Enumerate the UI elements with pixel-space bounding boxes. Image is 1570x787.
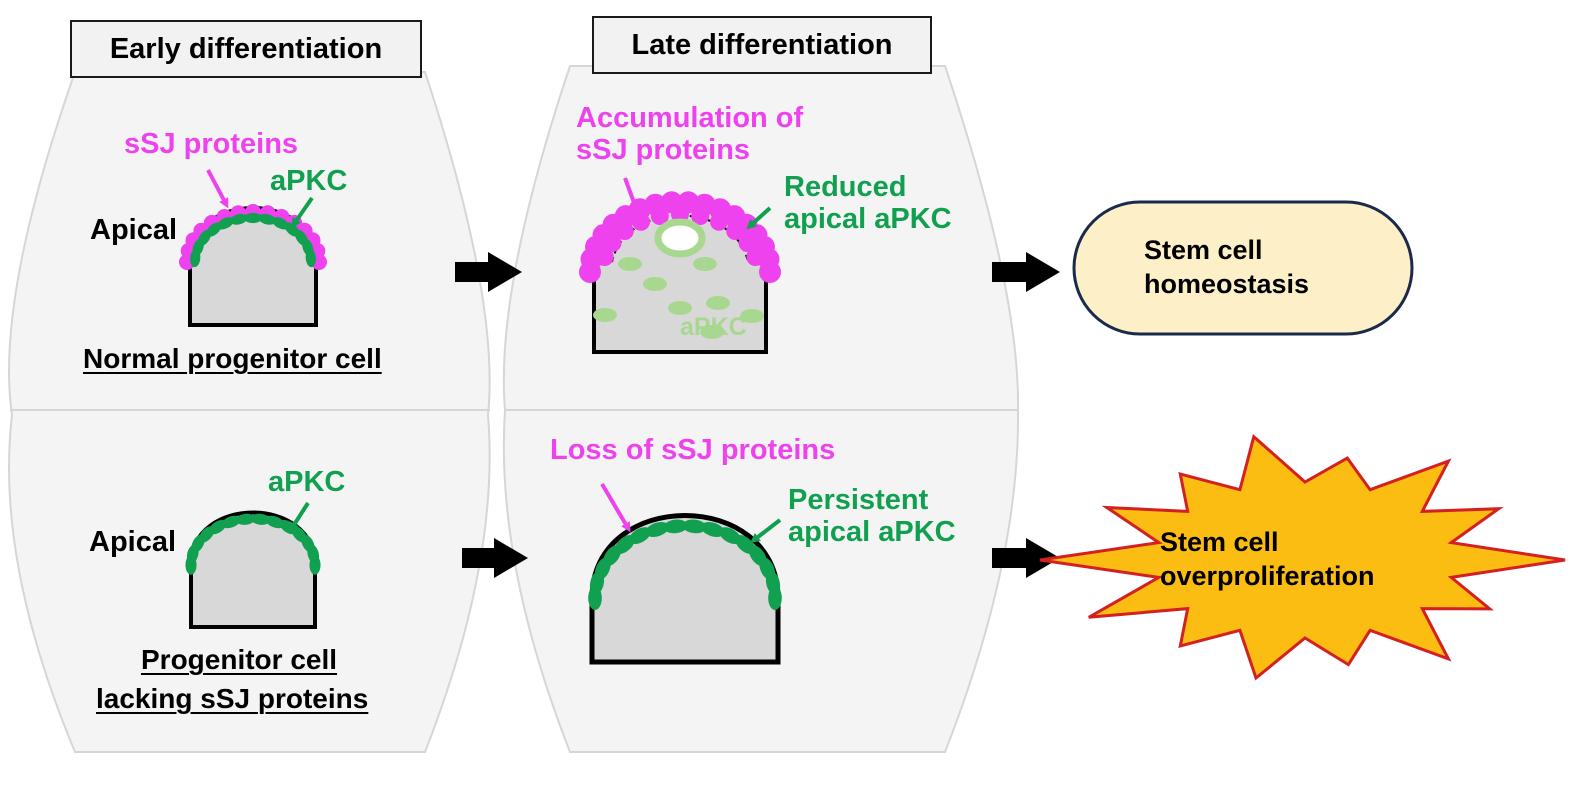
- persistent-apkc-cell: [588, 513, 782, 665]
- lacking-ssj-caption-line2: lacking sSJ proteins: [96, 683, 369, 714]
- cytoplasmic-apkc-dot: [706, 296, 730, 310]
- cytoplasmic-apkc-dots: [593, 257, 764, 339]
- persistent-label-line2: apical aPKC: [788, 516, 956, 548]
- apkc-dot: [229, 213, 248, 225]
- apkc-dot: [250, 513, 271, 525]
- apkc-pointer-arrow: [291, 196, 314, 229]
- apkc-dot: [235, 513, 256, 525]
- persistent-apkc-pointer-arrow: [750, 518, 782, 544]
- arrow-early-to-late-bottom: [462, 538, 528, 578]
- accumulated-ssj-dot: [691, 207, 710, 225]
- accumulated-ssj-dots: [579, 191, 781, 283]
- cytoplasmic-apkc-dot: [668, 301, 692, 315]
- accumulated-ssj-dot: [615, 222, 634, 240]
- ssj-pointer-arrow: [206, 169, 229, 209]
- apical-label-top: Apical: [90, 214, 178, 246]
- accumulated-ssj-dot: [595, 248, 614, 266]
- cytoplasmic-apkc-dot: [740, 309, 764, 323]
- homeostasis-line1: Stem cell: [1144, 235, 1263, 265]
- apical-apkc-ring: [654, 218, 706, 258]
- normal-progenitor-cell: [179, 204, 327, 327]
- accumulated-ssj-dot: [738, 234, 757, 252]
- early-header-label: Early differentiation: [109, 32, 383, 65]
- flow-arrows: [455, 252, 1060, 578]
- apkc-dot: [244, 212, 262, 224]
- persistent-label-line1: Persistent: [788, 484, 929, 516]
- accumulated-ssj-dot: [726, 222, 745, 240]
- accumulated-ssj-dot: [632, 212, 650, 231]
- persistent-apkc-dot: [588, 586, 602, 610]
- early-panel-outline: [8, 71, 491, 753]
- accumulated-ssj-dot: [710, 212, 728, 231]
- lacking-ssj-caption-line1: Progenitor cell: [141, 644, 338, 675]
- accumulated-ssj-dot: [603, 234, 622, 252]
- apkc-dot: [217, 217, 234, 230]
- early-differentiation-header: Early differentiation: [70, 20, 422, 78]
- reduced-label-line1: Reduced: [784, 171, 907, 203]
- ssj-proteins-label: sSJ proteins: [124, 128, 299, 160]
- reduced-apkc-pointer-arrow: [746, 206, 772, 230]
- late-differentiated-cell: [579, 191, 781, 354]
- late-header-label: Late differentiation: [631, 28, 893, 61]
- apkc-label-top: aPKC: [270, 165, 348, 197]
- cytoplasmic-apkc-dot: [593, 308, 617, 322]
- apkc-dot: [221, 515, 241, 529]
- homeostasis-outcome-box: [1072, 200, 1414, 336]
- late-differentiation-header: Late differentiation: [592, 16, 932, 74]
- accumulated-ssj-dot: [671, 205, 689, 223]
- homeostasis-line2: homeostasis: [1144, 268, 1310, 299]
- apkc-dot: [190, 249, 201, 268]
- arrow-late-to-outcome-top: [992, 252, 1060, 292]
- accumulation-label-line1: Accumulation of: [576, 102, 804, 134]
- reduced-label-line2: apical aPKC: [784, 203, 952, 235]
- overproliferation-text: Stem cell overproliferation: [1160, 526, 1375, 594]
- apkc-dots: [190, 212, 316, 268]
- persistent-apkc-dot: [645, 522, 669, 537]
- apkc-dot: [265, 515, 285, 529]
- overproliferation-line1: Stem cell: [1160, 527, 1279, 557]
- overproliferation-line2: overproliferation: [1160, 560, 1375, 591]
- accumulation-pointer-arrow: [623, 177, 639, 213]
- arrow-late-to-outcome-bottom: [992, 538, 1060, 578]
- loss-of-ssj-label: Loss of sSJ proteins: [550, 434, 836, 466]
- persistent-apkc-dots: [588, 519, 782, 610]
- apkc-dot: [185, 555, 197, 575]
- accumulated-ssj-dot: [579, 261, 601, 283]
- persistent-apkc-dot: [701, 522, 725, 537]
- apkc-dot: [258, 213, 277, 225]
- cytoplasmic-apkc-dot: [618, 257, 642, 271]
- accumulation-label-line2: sSJ proteins: [576, 134, 751, 166]
- cytoplasmic-apkc-dot: [693, 257, 717, 271]
- overproliferation-burst: [1039, 433, 1566, 681]
- apkc-label-bottom: aPKC: [268, 466, 346, 498]
- bottom-apkc-pointer-arrow: [289, 501, 310, 533]
- cytoplasmic-apkc-dot: [700, 325, 724, 339]
- arrow-early-to-late-top: [455, 252, 522, 292]
- progenitor-cell-lacking-ssj: [185, 510, 321, 629]
- cytoplasmic-apkc-dot: [643, 277, 667, 291]
- persistent-apkc-dot: [719, 527, 741, 545]
- persistent-apkc-dot: [682, 519, 707, 534]
- accumulated-ssj-dot: [746, 248, 765, 266]
- apkc-dot: [272, 217, 289, 230]
- loss-pointer-arrow: [600, 482, 631, 533]
- cytoplasm-apkc-label: aPKC: [680, 313, 747, 341]
- normal-progenitor-caption: Normal progenitor cell: [83, 343, 382, 374]
- apical-label-bottom: Apical: [89, 526, 177, 558]
- homeostasis-text: Stem cell homeostasis: [1144, 234, 1309, 302]
- persistent-apkc-dot: [663, 519, 688, 534]
- accumulated-ssj-dot: [650, 207, 669, 225]
